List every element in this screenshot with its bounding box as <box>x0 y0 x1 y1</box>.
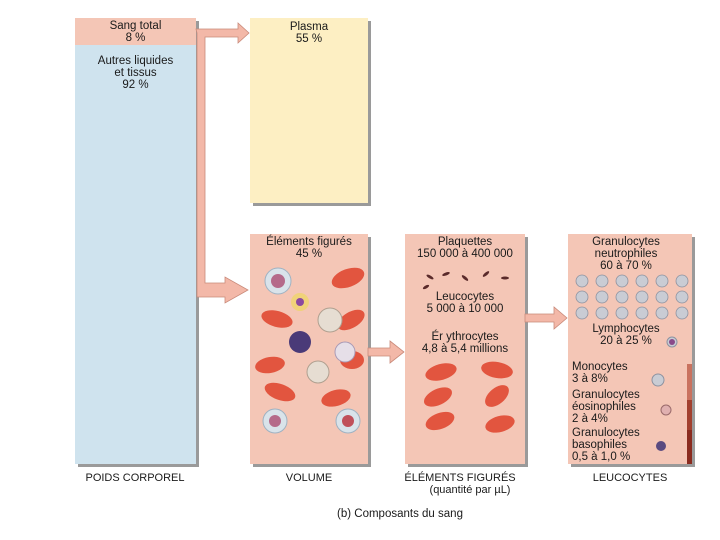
arrow-counts-to-leukocytes <box>524 306 568 330</box>
neutrophil-cell <box>334 341 356 363</box>
leukocytes-box: Granulocytes neutrophiles 60 à 70 % Lymp… <box>568 234 692 464</box>
formed-elements-subtitle: (quantité par µL) <box>429 484 511 496</box>
plasma-label: Plasma 55 % <box>289 21 329 45</box>
neutrophil-cell <box>306 360 330 384</box>
red-blood-cell <box>264 382 296 402</box>
eosinophils-graphic <box>660 404 672 416</box>
body-weight-title: POIDS CORPOREL <box>85 472 185 484</box>
color-strip-darker <box>687 430 692 464</box>
formed-elements-count-box: Plaquettes 150 000 à 400 000 Leucocytes … <box>405 234 525 464</box>
red-blood-cell <box>255 356 285 374</box>
erythrocytes-label: Ér ythrocytes 4,8 à 5,4 millions <box>421 331 509 355</box>
red-blood-cell <box>331 267 365 289</box>
neutrophil-cell <box>317 307 343 333</box>
basophils-label: Granulocytes basophiles 0,5 à 1,0 % <box>572 427 640 463</box>
other-fluids-label: Autres liquides et tissus 92 % <box>97 55 174 91</box>
color-strip-light <box>687 234 692 364</box>
volume-cells <box>255 267 365 434</box>
arrow-blood-to-plasma <box>195 22 250 304</box>
red-blood-cell <box>261 310 293 328</box>
eosinophils-label: Granulocytes éosinophiles 2 à 4% <box>572 389 640 425</box>
platelets-label: Plaquettes 150 000 à 400 000 <box>417 236 513 260</box>
arrow-volume-to-counts <box>367 340 405 364</box>
monocytes-graphic <box>651 373 665 387</box>
erythrocytes-graphic <box>423 361 515 433</box>
platelets-graphic <box>422 271 509 290</box>
color-strip-dark <box>687 400 692 430</box>
lymphocytes-label: Lymphocytes 20 à 25 % <box>592 323 660 347</box>
leukocytes-count-label: Leucocytes 5 000 à 10 000 <box>426 291 504 315</box>
red-blood-cell <box>321 389 351 407</box>
monocytes-label: Monocytes 3 à 8% <box>572 361 628 385</box>
color-strip-mid <box>687 364 692 400</box>
volume-title: VOLUME <box>285 472 333 484</box>
whole-blood-segment: Sang total 8 % <box>75 18 196 45</box>
plasma-box: Plasma 55 % <box>250 18 368 203</box>
figure-caption: (b) Composants du sang <box>337 508 463 520</box>
basophil-cell <box>289 331 311 353</box>
neutrophils-label: Granulocytes neutrophiles 60 à 70 % <box>592 236 660 272</box>
formed-elements-title: ÉLÉMENTS FIGURÉS <box>404 472 516 484</box>
red-blood-cell <box>337 309 365 331</box>
leukocytes-title: LEUCOCYTES <box>592 472 668 484</box>
lymphocytes-graphic <box>666 336 678 348</box>
basophils-graphic <box>656 441 666 451</box>
neutrophils-graphic <box>575 274 689 320</box>
body-weight-column: Sang total 8 % Autres liquides et tissus… <box>75 18 196 464</box>
formed-elements-volume-label: Éléments figurés 45 % <box>266 236 352 260</box>
whole-blood-label: Sang total 8 % <box>109 20 162 44</box>
